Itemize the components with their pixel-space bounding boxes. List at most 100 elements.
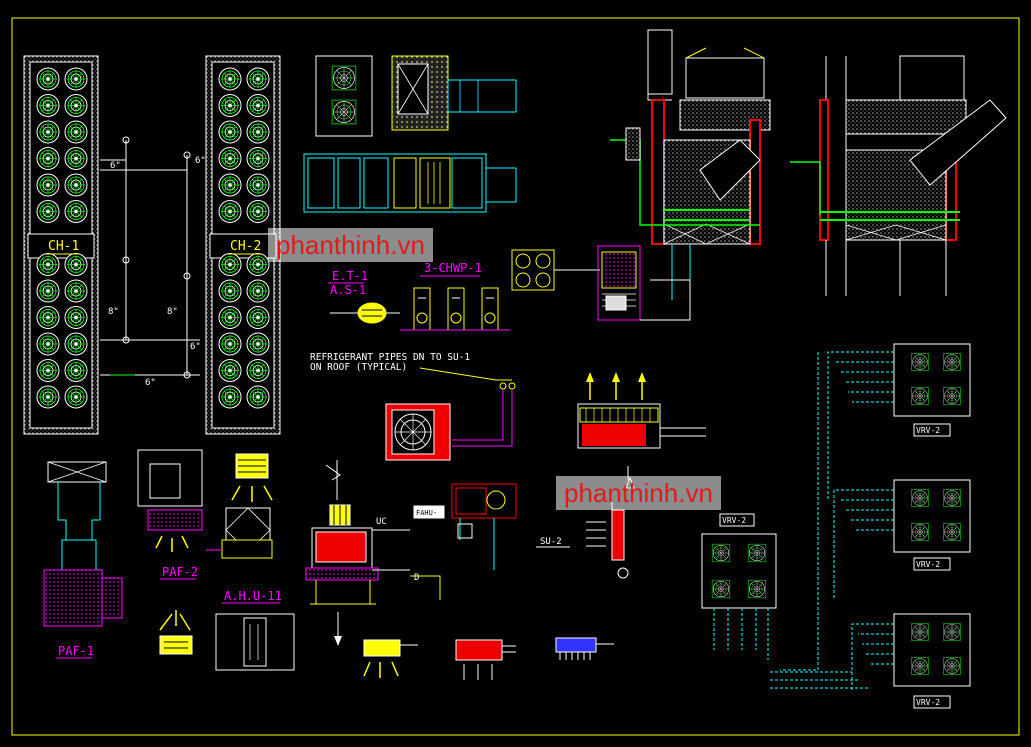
chiller-fan-icon	[218, 120, 242, 144]
grille-blue	[555, 637, 614, 660]
chiller-fan-icon	[246, 94, 270, 117]
label-vrv-c: VRV-2	[916, 698, 940, 707]
ahu-sections-plan	[303, 153, 517, 213]
dim-6d: 6"	[145, 378, 156, 388]
chiller-fan-icon	[218, 332, 242, 356]
chiller-fan-icon	[64, 120, 88, 144]
label-et1: E.T-1	[332, 269, 368, 283]
chiller-fan-icon	[36, 385, 60, 409]
condenser-fan-red	[385, 403, 451, 461]
fahu-box: FAHU-	[413, 483, 517, 570]
dim-6a: 6"	[110, 161, 121, 171]
chiller-fan-icon	[218, 385, 242, 409]
fan-unit-small-4	[511, 249, 600, 291]
chiller-fan-icon	[64, 359, 88, 382]
chiller-fan-icon	[64, 306, 88, 329]
chiller-fan-icon	[64, 200, 88, 223]
condenser-unit-top	[315, 55, 373, 137]
label-uc: UC	[376, 517, 387, 527]
chiller-fan-icon	[36, 253, 60, 276]
chiller-fan-icon	[246, 279, 270, 303]
sheet-border	[11, 17, 1020, 736]
dim-8b: 8"	[167, 307, 178, 317]
label-ch2: CH-2	[230, 239, 261, 254]
ahu-panel-side	[597, 245, 641, 321]
chiller-fan-icon	[218, 67, 242, 91]
paf1-unit	[43, 461, 123, 627]
chiller-fan-icon	[64, 332, 88, 356]
label-chwp: 3-CHWP-1	[424, 261, 482, 275]
chiller-fan-icon	[218, 200, 242, 223]
chiller-fan-icon	[246, 385, 270, 409]
grille-yellow	[363, 639, 418, 678]
chiller-fan-icon	[36, 94, 60, 117]
label-paf1: PAF-1	[58, 644, 94, 658]
chiller-fan-icon	[218, 279, 242, 303]
label-as1: A.S-1	[330, 283, 366, 297]
vrv-unit-a	[893, 343, 971, 417]
chiller-fan-icon	[64, 279, 88, 303]
chiller-fan-icon	[218, 253, 242, 276]
chiller-fan-icon	[246, 173, 270, 197]
dim-6b: 6"	[195, 156, 206, 166]
chiller-fan-icon	[36, 120, 60, 144]
dim-6c: 6"	[190, 342, 201, 352]
chiller-fan-icon	[36, 279, 60, 303]
chiller-fan-icon	[36, 147, 60, 170]
section-view-right	[790, 55, 1007, 296]
grille-red	[455, 639, 516, 680]
label-su2: SU-2	[540, 537, 562, 547]
vrv-refrigerant-piping	[770, 351, 894, 690]
paf2-unit	[137, 449, 203, 552]
chiller-fan-icon	[246, 200, 270, 223]
su2-unit	[586, 502, 629, 579]
chw-pumps	[400, 287, 510, 331]
chiller-fan-icon	[36, 173, 60, 197]
section-view-left	[610, 29, 771, 321]
vrv-unit-b	[893, 479, 971, 553]
chiller-fan-icon	[246, 359, 270, 382]
ahu11-unit-top	[206, 453, 273, 559]
chiller-fan-icon	[64, 67, 88, 91]
label-d: D	[414, 573, 419, 583]
chiller-fan-icon	[218, 94, 242, 117]
chiller-fan-icon	[64, 253, 88, 276]
label-vrv-a: VRV-2	[916, 426, 940, 435]
chiller-fan-icon	[36, 306, 60, 329]
note-refrigerant-2: ON ROOF (TYPICAL)	[310, 362, 407, 373]
chiller-fan-icon	[246, 253, 270, 276]
label-vrv-b: VRV-2	[916, 560, 940, 569]
chiller-fan-icon	[246, 147, 270, 170]
chiller-fan-icon	[246, 67, 270, 91]
chiller-fan-icon	[246, 120, 270, 144]
label-fahu: FAHU-	[416, 509, 437, 517]
chiller-fan-icon	[64, 94, 88, 117]
label-ch1: CH-1	[48, 239, 79, 254]
chiller-fan-icon	[36, 67, 60, 91]
fan-box-top	[391, 55, 517, 131]
chiller-fan-icon	[64, 385, 88, 409]
chiller-fan-icon	[218, 359, 242, 382]
fahu-center	[305, 460, 410, 646]
chiller-fan-icon	[64, 147, 88, 170]
label-vrv-small: VRV-2	[722, 516, 746, 525]
label-ahu11: A.H.U-11	[224, 589, 282, 603]
dim-8a: 8"	[108, 307, 119, 317]
chiller-fan-icon	[36, 332, 60, 356]
watermark-top: phanthinh.vn	[268, 228, 433, 262]
chiller-fan-icon	[64, 173, 88, 197]
chiller-fan-icon	[36, 200, 60, 223]
chiller-fan-icon	[246, 332, 270, 356]
chiller-fan-icon	[218, 173, 242, 197]
chiller-piping	[100, 136, 200, 379]
watermark-bottom: phanthinh.vn	[556, 476, 721, 510]
chiller-fan-icon	[36, 359, 60, 382]
note-refrigerant-1: REFRIGERANT PIPES DN TO SU-1	[310, 352, 470, 363]
label-paf2: PAF-2	[162, 565, 198, 579]
ahu11-plan	[215, 613, 295, 671]
vrv-small-center	[701, 533, 777, 660]
expansion-tank	[330, 302, 400, 324]
chiller-fan-icon	[218, 147, 242, 170]
chiller-fan-icon	[218, 306, 242, 329]
